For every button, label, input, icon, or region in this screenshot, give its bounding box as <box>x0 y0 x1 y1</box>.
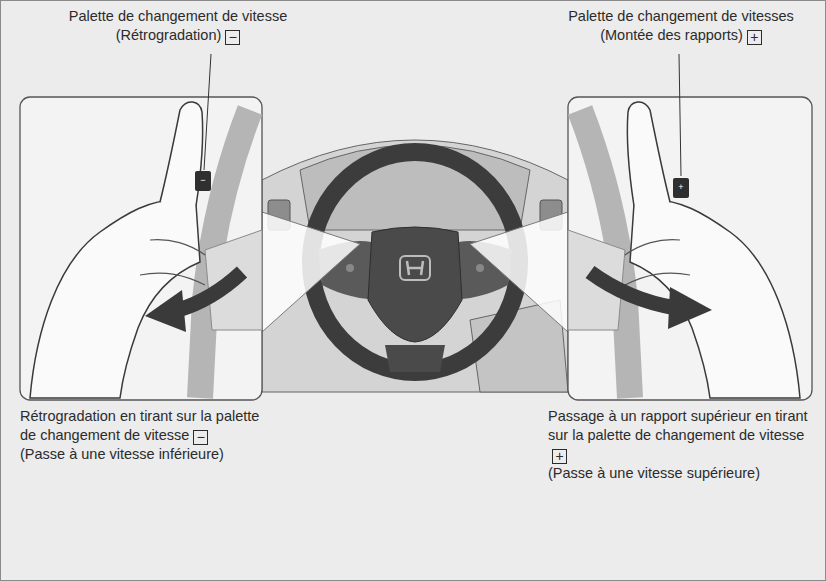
callout-wedge <box>470 212 568 332</box>
label-text: Rétrogradation en tirant sur la palette … <box>20 408 259 443</box>
pull-arrow <box>590 272 676 308</box>
shift-paddle <box>673 178 689 198</box>
thumb <box>627 102 670 206</box>
instruction-text: Passage à un rapport supérieur en tirant… <box>548 407 810 483</box>
part-label: Palette de changement de vitesse (Rétrog… <box>62 7 294 45</box>
label-text: Palette de changement de vitesse (Rétrog… <box>69 8 287 43</box>
part-label: Palette de changement de vitesses (Monté… <box>550 7 812 45</box>
label-text: Passage à un rapport supérieur en tirant… <box>548 408 808 443</box>
callout-wedge <box>262 212 360 332</box>
wheel-button <box>476 264 484 272</box>
shift-paddle <box>195 171 211 191</box>
wheel-button <box>346 264 354 272</box>
label-text: (Passe à une vitesse supérieure) <box>548 464 810 483</box>
leader-line <box>204 54 211 170</box>
hand <box>30 200 200 398</box>
leader-line <box>679 54 681 176</box>
finger <box>625 240 690 285</box>
shift-symbol: − <box>193 430 208 445</box>
detail-inset <box>20 97 262 400</box>
shift-symbol: + <box>747 30 762 45</box>
honda-logo <box>407 261 423 275</box>
pull-arrow <box>178 272 242 310</box>
shift-symbol: + <box>552 449 567 464</box>
pull-arrow <box>145 290 186 332</box>
finger <box>140 240 205 285</box>
detail-inset <box>568 97 812 400</box>
wheel-spoke <box>385 345 445 372</box>
paddle-symbol: − <box>196 175 210 185</box>
dashboard <box>262 140 568 392</box>
paddle-symbol: + <box>674 182 688 192</box>
pull-arrow <box>668 287 712 329</box>
steering-wheel-rim <box>311 152 519 372</box>
wheel-hub <box>368 227 462 342</box>
honda-logo <box>400 256 430 280</box>
instruction-text: Rétrogradation en tirant sur la palette … <box>20 407 265 464</box>
label-text: (Passe à une vitesse inférieure) <box>20 445 265 464</box>
shift-symbol: − <box>225 30 240 45</box>
